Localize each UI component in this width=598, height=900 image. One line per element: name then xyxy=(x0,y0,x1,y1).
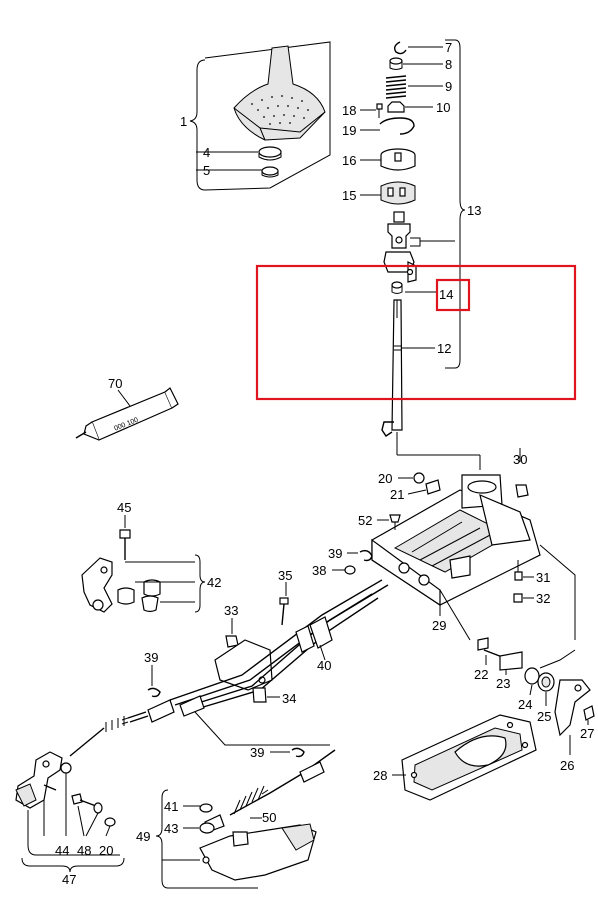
label-52: 52 xyxy=(358,513,372,528)
label-25: 25 xyxy=(537,709,551,724)
label-70: 70 xyxy=(108,376,122,391)
label-44: 44 xyxy=(55,843,69,858)
label-31: 31 xyxy=(536,570,550,585)
gasket-plate: 28 xyxy=(373,714,537,801)
grease-tube: 000 100 70 xyxy=(75,376,179,441)
label-21: 21 xyxy=(390,487,404,502)
highlight-label-14 xyxy=(435,278,471,312)
gear-knob-assembly: 1 4 5 xyxy=(180,41,331,191)
label-1: 1 xyxy=(180,114,187,129)
label-40: 40 xyxy=(317,658,331,673)
label-42: 42 xyxy=(207,575,221,590)
label-20-top: 20 xyxy=(378,471,392,486)
label-23: 23 xyxy=(496,676,510,691)
label-33: 33 xyxy=(224,603,238,618)
label-28: 28 xyxy=(373,768,387,783)
shift-cables: 35 33 40 39 34 xyxy=(69,568,389,757)
label-20-bottom: 20 xyxy=(99,843,113,858)
label-5: 5 xyxy=(203,163,210,178)
label-13: 13 xyxy=(467,203,481,218)
label-26: 26 xyxy=(560,758,574,773)
label-15: 15 xyxy=(342,188,356,203)
highlight-region xyxy=(255,264,577,401)
label-50: 50 xyxy=(262,810,276,825)
label-41: 41 xyxy=(164,799,178,814)
label-47: 47 xyxy=(62,872,76,887)
label-14: 14 xyxy=(439,287,453,302)
housing-fasteners: 20 21 30 52 39 38 31 32 xyxy=(312,452,576,641)
label-32: 32 xyxy=(536,591,550,606)
label-4: 4 xyxy=(203,145,210,160)
label-30: 30 xyxy=(513,452,527,467)
gearbox-lever-assembly: 44 48 20 47 xyxy=(15,751,125,887)
label-38: 38 xyxy=(312,563,326,578)
label-34: 34 xyxy=(282,691,296,706)
label-29: 29 xyxy=(432,618,446,633)
label-27: 27 xyxy=(580,726,594,741)
label-8: 8 xyxy=(445,57,452,72)
label-10: 10 xyxy=(436,100,450,115)
label-24: 24 xyxy=(518,697,532,712)
gear-boot xyxy=(233,45,326,141)
label-12: 12 xyxy=(437,341,451,356)
label-7: 7 xyxy=(445,40,452,55)
label-16: 16 xyxy=(342,153,356,168)
label-39-c: 39 xyxy=(250,745,264,760)
label-22: 22 xyxy=(474,667,488,682)
label-18: 18 xyxy=(342,103,356,118)
label-35: 35 xyxy=(278,568,292,583)
label-49: 49 xyxy=(136,829,150,844)
lower-cable-assembly: 39 41 43 50 49 xyxy=(136,745,336,889)
cable-bracket-assembly: 45 42 xyxy=(81,500,221,613)
label-39-a: 39 xyxy=(328,546,342,561)
shift-housing: 29 xyxy=(371,448,541,633)
label-9: 9 xyxy=(445,79,452,94)
label-39-b: 39 xyxy=(144,650,158,665)
pivot-assembly: 22 23 24 25 27 26 xyxy=(474,637,595,773)
shift-lever-assembly: 7 8 9 10 18 19 16 15 13 14 12 xyxy=(342,39,481,470)
label-19: 19 xyxy=(342,123,356,138)
label-48: 48 xyxy=(77,843,91,858)
label-43: 43 xyxy=(164,821,178,836)
label-45: 45 xyxy=(117,500,131,515)
